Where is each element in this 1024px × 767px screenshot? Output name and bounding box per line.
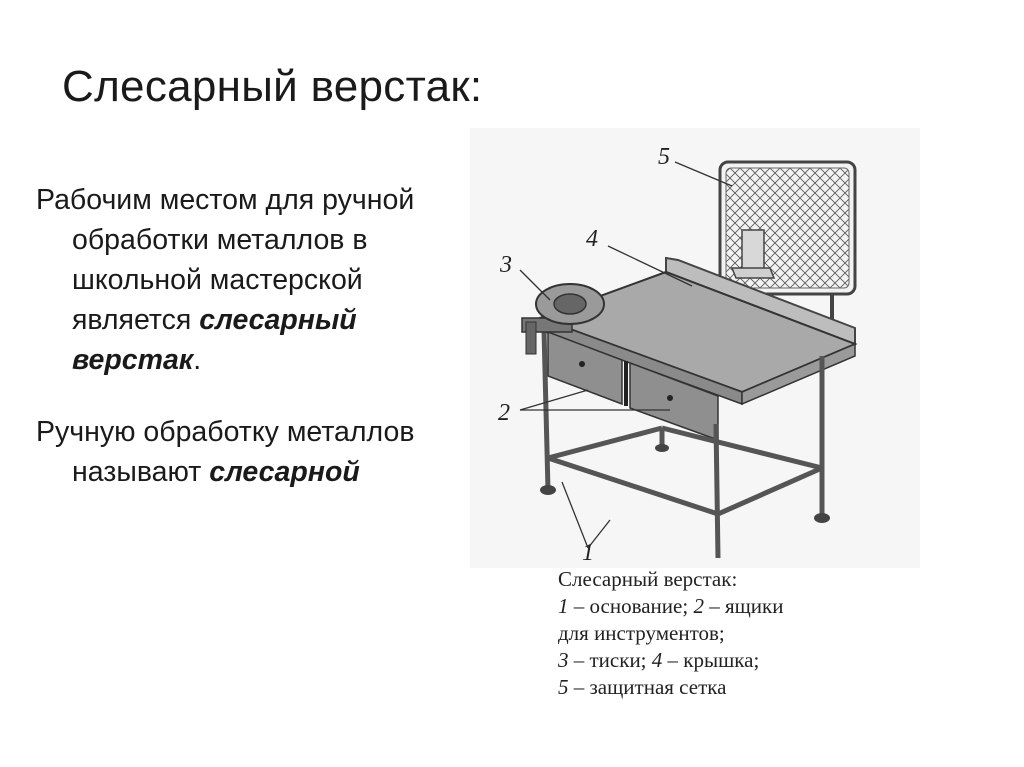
caption-line: 5 – защитная сетка <box>558 674 783 701</box>
figure-caption: Слесарный верстак: 1 – основание; 2 – ящ… <box>558 566 783 701</box>
paragraph-text: Рабочим местом для ручной обработки мета… <box>36 184 415 336</box>
caption-number: 3 <box>558 648 569 672</box>
caption-line: для инструментов; <box>558 621 725 645</box>
workbench-illustration <box>470 128 920 568</box>
table-top <box>537 270 858 406</box>
label-3: 3 <box>500 252 512 278</box>
label-2: 2 <box>498 400 510 426</box>
caption-line: 3 – тиски; 4 – крышка; <box>558 647 783 674</box>
emphasis-term: слесарный верстак <box>72 304 357 376</box>
workbench-figure: 5 4 3 2 1 Слесарный верстак: 1 – основан… <box>470 128 920 728</box>
label-1: 1 <box>582 540 594 566</box>
caption-number: 2 <box>693 594 704 618</box>
paragraph-workplace: Рабочим местом для ручной обработки мета… <box>36 180 456 380</box>
caption-text: – ящики <box>703 594 784 618</box>
caption-text: – защитная сетка <box>568 675 727 699</box>
vise <box>521 283 605 355</box>
paragraph-tail: . <box>193 344 202 376</box>
caption-text: – основание; <box>568 594 694 618</box>
label-5: 5 <box>658 144 670 170</box>
leader-lines <box>519 161 733 549</box>
caption-text: – крышка; <box>662 648 760 672</box>
drawers <box>547 330 719 442</box>
caption-title: Слесарный верстак: <box>558 567 738 591</box>
body-text: Рабочим местом для ручной обработки мета… <box>36 180 456 492</box>
label-4: 4 <box>586 226 598 252</box>
caption-line: 1 – основание; 2 – ящики <box>558 593 783 620</box>
paragraph-text: Ручную обработку металлов называют <box>36 416 415 488</box>
emphasis-term: слесарной <box>209 456 360 488</box>
paragraph-definition: Ручную обработку металлов называют слеса… <box>36 412 456 492</box>
leg-feet <box>540 444 830 523</box>
caption-number: 1 <box>558 594 569 618</box>
caption-number: 4 <box>651 648 663 672</box>
protective-mesh <box>718 160 857 326</box>
back-board <box>665 256 856 346</box>
caption-text: – тиски; <box>568 648 652 672</box>
slide-title: Слесарный верстак: <box>62 62 483 111</box>
caption-number: 5 <box>558 675 569 699</box>
